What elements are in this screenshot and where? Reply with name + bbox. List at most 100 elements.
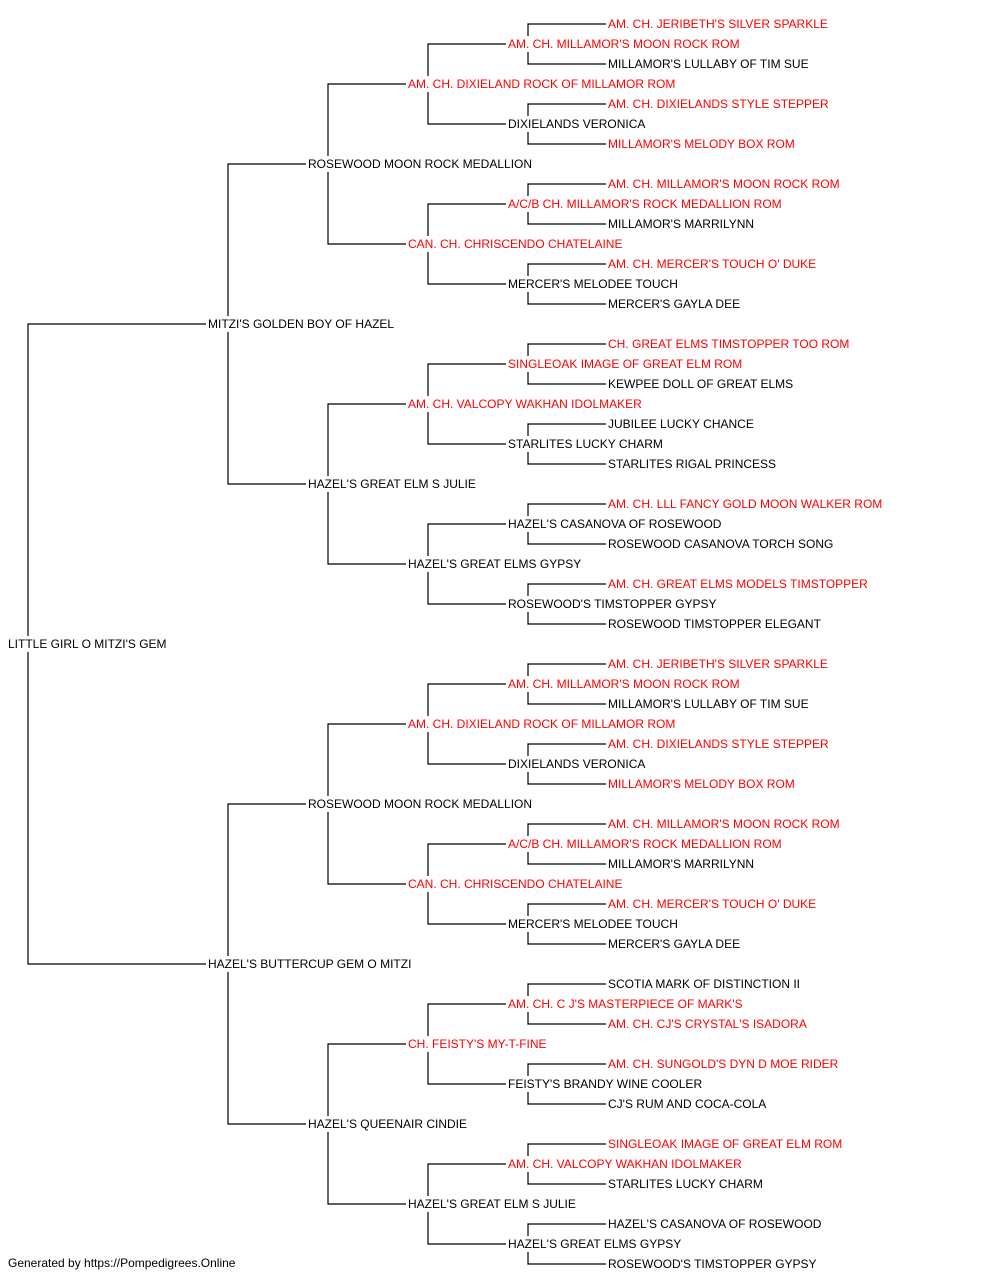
connector-line (527, 103, 606, 116)
pedigree-entry: HAZEL'S CASANOVA OF ROSEWOOD (608, 1217, 822, 1231)
connector-line (427, 252, 506, 285)
connector-line (527, 1252, 606, 1265)
connector-line (527, 292, 606, 305)
pedigree-entry: CJ'S RUM AND COCA-COLA (608, 1097, 766, 1111)
connector-line (427, 203, 506, 236)
connector-line (527, 183, 606, 196)
pedigree-entry: KEWPEE DOLL OF GREAT ELMS (608, 377, 793, 391)
pedigree-entry: A/C/B CH. MILLAMOR'S ROCK MEDALLION ROM (508, 197, 782, 211)
connector-line (427, 843, 506, 876)
connector-line (427, 92, 506, 125)
pedigree-entry: ROSEWOOD MOON ROCK MEDALLION (308, 157, 532, 171)
connector-line (427, 43, 506, 76)
pedigree-entry: ROSEWOOD TIMSTOPPER ELEGANT (608, 617, 822, 631)
connector-line (527, 503, 606, 516)
pedigree-entry: AM. CH. MILLAMOR'S MOON ROCK ROM (508, 677, 740, 691)
connector-line (527, 903, 606, 916)
connector-line (527, 743, 606, 756)
connector-line (327, 1043, 406, 1116)
connector-line (227, 972, 306, 1125)
pedigree-entry: JUBILEE LUCKY CHANCE (608, 417, 754, 431)
connector-line (327, 723, 406, 796)
pedigree-entry: AM. CH. MERCER'S TOUCH O' DUKE (608, 257, 816, 271)
pedigree-entry: AM. CH. MERCER'S TOUCH O' DUKE (608, 897, 816, 911)
pedigree-entry: MERCER'S MELODEE TOUCH (508, 277, 678, 291)
connector-line (527, 692, 606, 705)
connector-line (327, 1132, 406, 1205)
pedigree-entry: AM. CH. GREAT ELMS MODELS TIMSTOPPER (608, 577, 868, 591)
connector-line (527, 772, 606, 785)
connector-line (527, 343, 606, 356)
footer-credit: Generated by https://Pompedigrees.Online (8, 1256, 236, 1270)
pedigree-entry: MITZI'S GOLDEN BOY OF HAZEL (208, 317, 394, 331)
pedigree-entry: MILLAMOR'S MARRILYNN (608, 217, 754, 231)
pedigree-entry: HAZEL'S QUEENAIR CINDIE (308, 1117, 467, 1131)
connector-line (227, 803, 306, 956)
pedigree-entry: AM. CH. DIXIELANDS STYLE STEPPER (608, 97, 829, 111)
pedigree-entry: DIXIELANDS VERONICA (508, 757, 645, 771)
pedigree-entry: AM. CH. SUNGOLD'S DYN D MOE RIDER (608, 1057, 839, 1071)
connector-line (527, 1143, 606, 1156)
pedigree-entry: AM. CH. VALCOPY WAKHAN IDOLMAKER (508, 1157, 742, 1171)
connector-line (427, 412, 506, 445)
pedigree-entry: MERCER'S GAYLA DEE (608, 937, 740, 951)
connector-line (527, 852, 606, 865)
connector-line (427, 892, 506, 925)
pedigree-entry: ROSEWOOD MOON ROCK MEDALLION (308, 797, 532, 811)
connector-line (427, 1163, 506, 1196)
pedigree-entry: MILLAMOR'S MARRILYNN (608, 857, 754, 871)
connector-line (527, 132, 606, 145)
pedigree-entry: ROSEWOOD'S TIMSTOPPER GYPSY (508, 597, 717, 611)
connector-line (527, 983, 606, 996)
pedigree-entry: ROSEWOOD CASANOVA TORCH SONG (608, 537, 833, 551)
connector-line (527, 23, 606, 36)
connector-line (227, 332, 306, 485)
pedigree-entry: MILLAMOR'S MELODY BOX ROM (608, 777, 795, 791)
pedigree-entry: AM. CH. MILLAMOR'S MOON ROCK ROM (508, 37, 740, 51)
connector-line (327, 812, 406, 885)
connector-line (27, 652, 206, 965)
pedigree-entry: SINGLEOAK IMAGE OF GREAT ELM ROM (608, 1137, 842, 1151)
connector-line (527, 212, 606, 225)
pedigree-entry: HAZEL'S GREAT ELMS GYPSY (408, 557, 581, 571)
pedigree-entry: HAZEL'S GREAT ELMS GYPSY (508, 1237, 681, 1251)
pedigree-entry: AM. CH. MILLAMOR'S MOON ROCK ROM (608, 817, 840, 831)
pedigree-entry: CAN. CH. CHRISCENDO CHATELAINE (408, 237, 622, 251)
connector-line (327, 403, 406, 476)
pedigree-entry: CH. GREAT ELMS TIMSTOPPER TOO ROM (608, 337, 849, 351)
connector-line (527, 423, 606, 436)
pedigree-entry: LITTLE GIRL O MITZI'S GEM (8, 637, 167, 651)
connector-line (427, 572, 506, 605)
connector-line (527, 663, 606, 676)
pedigree-entry: AM. CH. DIXIELAND ROCK OF MILLAMOR ROM (408, 77, 675, 91)
pedigree-entry: AM. CH. C J'S MASTERPIECE OF MARK'S (508, 997, 743, 1011)
connector-line (527, 1012, 606, 1025)
connector-line (527, 532, 606, 545)
connector-line (427, 1052, 506, 1085)
pedigree-entry: CH. FEISTY'S MY-T-FINE (408, 1037, 547, 1051)
connector-line (527, 372, 606, 385)
connector-line (527, 1063, 606, 1076)
connector-line (227, 163, 306, 316)
connector-line (427, 1003, 506, 1036)
connector-line (527, 823, 606, 836)
pedigree-entry: AM. CH. JERIBETH'S SILVER SPARKLE (608, 17, 828, 31)
connector-line (527, 1223, 606, 1236)
pedigree-entry: STARLITES LUCKY CHARM (608, 1177, 763, 1191)
connector-line (27, 323, 206, 636)
connector-line (327, 172, 406, 245)
connector-line (427, 732, 506, 765)
pedigree-entry: HAZEL'S BUTTERCUP GEM O MITZI (208, 957, 411, 971)
pedigree-entry: STARLITES LUCKY CHARM (508, 437, 663, 451)
pedigree-entry: SCOTIA MARK OF DISTINCTION II (608, 977, 800, 991)
connector-line (527, 452, 606, 465)
pedigree-entry: MERCER'S GAYLA DEE (608, 297, 740, 311)
pedigree-entry: FEISTY'S BRANDY WINE COOLER (508, 1077, 702, 1091)
pedigree-entry: ROSEWOOD'S TIMSTOPPER GYPSY (608, 1257, 817, 1271)
pedigree-entry: SINGLEOAK IMAGE OF GREAT ELM ROM (508, 357, 742, 371)
pedigree-entry: MILLAMOR'S LULLABY OF TIM SUE (608, 57, 809, 71)
connector-line (427, 683, 506, 716)
connector-line (427, 1212, 506, 1245)
pedigree-entry: A/C/B CH. MILLAMOR'S ROCK MEDALLION ROM (508, 837, 782, 851)
